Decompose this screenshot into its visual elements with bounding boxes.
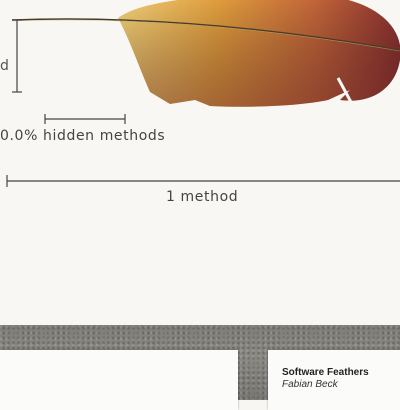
feather-illustration (11, 0, 400, 107)
partial-label: d (0, 58, 10, 74)
card-author: Fabian Beck (282, 379, 338, 390)
poster: d 0.0% hidden methods 1 method (0, 0, 400, 205)
hidden-methods-label: 0.0% hidden methods (0, 128, 166, 144)
poster-card-right: Software Feathers Fabian Beck (268, 350, 400, 410)
card-title: Software Feathers (282, 367, 369, 378)
feather-slit (336, 77, 354, 105)
feather-shaft (11, 18, 400, 51)
poster-card-left: rs (0, 350, 238, 410)
measurement-lines (6, 19, 400, 187)
method-count-label: 1 method (166, 189, 239, 205)
